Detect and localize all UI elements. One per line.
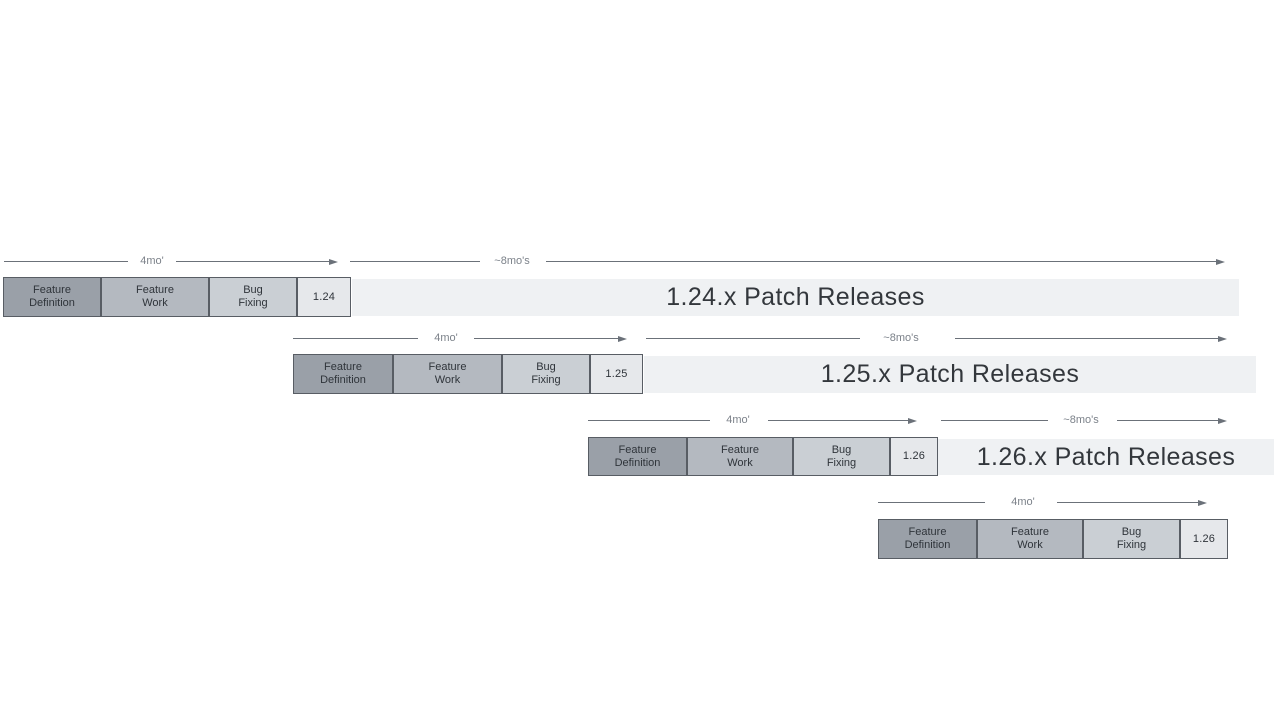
duration-label: 4mo' (140, 255, 164, 267)
duration-label: 4mo' (1011, 496, 1035, 508)
patch-releases-label: 1.24.x Patch Releases (666, 283, 925, 311)
duration-label: 4mo' (434, 332, 458, 344)
arrow-line (176, 261, 330, 262)
phase-box-feature-definition: Feature Definition (293, 354, 393, 394)
arrow-line (878, 502, 985, 503)
arrow-line (350, 261, 480, 262)
phase-box-feature-definition: Feature Definition (878, 519, 977, 559)
arrow-head-icon (1218, 417, 1227, 424)
phase-box-feature-definition: Feature Definition (588, 437, 687, 476)
arrow-line (4, 261, 128, 262)
arrow-line (646, 338, 860, 339)
arrow-line (546, 261, 1217, 262)
arrow-line (1057, 502, 1199, 503)
duration-label: ~8mo's (1063, 414, 1099, 426)
version-box: 1.24 (297, 277, 351, 317)
arrow-head-icon (1198, 499, 1207, 506)
duration-label: ~8mo's (494, 255, 530, 267)
arrow-line (1117, 420, 1219, 421)
patch-releases-label: 1.26.x Patch Releases (976, 442, 1236, 471)
phase-box-bug-fixing: Bug Fixing (1083, 519, 1180, 559)
phase-box-bug-fixing: Bug Fixing (793, 437, 890, 476)
phase-box-bug-fixing: Bug Fixing (502, 354, 590, 394)
arrow-line (955, 338, 1219, 339)
version-box: 1.26 (890, 437, 938, 476)
arrow-head-icon (618, 335, 627, 342)
version-box: 1.25 (590, 354, 643, 394)
arrow-head-icon (1216, 258, 1225, 265)
patch-releases-bar: 1.26.x Patch Releases (938, 439, 1274, 475)
arrow-line (941, 420, 1048, 421)
arrow-line (588, 420, 710, 421)
arrow-line (768, 420, 909, 421)
phase-box-feature-definition: Feature Definition (3, 277, 101, 317)
arrow-head-icon (329, 258, 338, 265)
arrow-line (474, 338, 619, 339)
arrow-line (293, 338, 418, 339)
duration-label: ~8mo's (883, 332, 919, 344)
duration-label: 4mo' (726, 414, 750, 426)
patch-releases-bar: 1.25.x Patch Releases (644, 356, 1256, 393)
arrow-head-icon (1218, 335, 1227, 342)
phase-box-feature-work: Feature Work (977, 519, 1083, 559)
phase-box-feature-work: Feature Work (687, 437, 793, 476)
patch-releases-label: 1.25.x Patch Releases (820, 360, 1080, 388)
patch-releases-bar: 1.24.x Patch Releases (352, 279, 1239, 316)
phase-box-feature-work: Feature Work (393, 354, 502, 394)
version-box: 1.26 (1180, 519, 1228, 559)
phase-box-feature-work: Feature Work (101, 277, 209, 317)
phase-box-bug-fixing: Bug Fixing (209, 277, 297, 317)
arrow-head-icon (908, 417, 917, 424)
